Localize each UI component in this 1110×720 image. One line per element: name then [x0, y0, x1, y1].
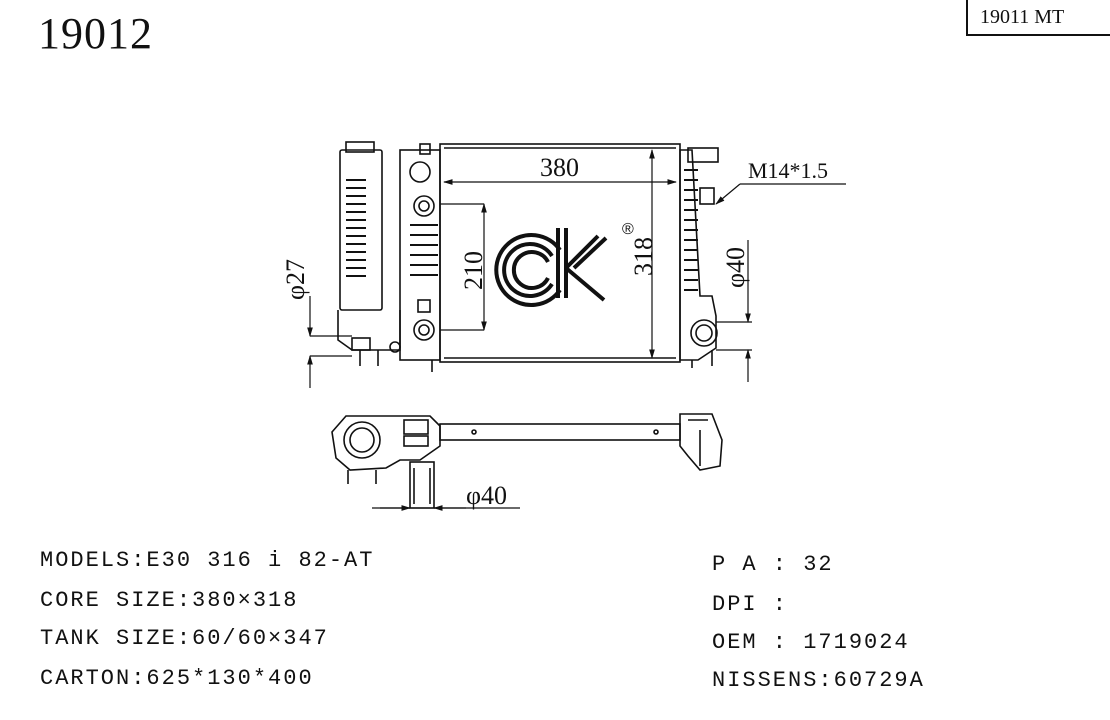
spec-key: DPI : — [712, 592, 789, 617]
spec-key: NISSENS: — [712, 668, 834, 693]
reference-box: 19011 MT — [966, 0, 1110, 36]
spec-core-size: CORE SIZE:380×318 — [40, 588, 298, 613]
outlet-diameter-label: φ40 — [721, 247, 750, 288]
inner-dimension-label: 210 — [459, 251, 488, 290]
left-tank — [399, 143, 441, 372]
height-dimension-label: 318 — [629, 237, 658, 276]
spec-value: 60/60×347 — [192, 626, 329, 651]
expansion-tank — [337, 141, 401, 366]
spec-value: 625*130*400 — [146, 666, 314, 691]
spec-value: 60729A — [833, 668, 925, 693]
spec-key: CARTON: — [40, 666, 147, 691]
spec-models: MODELS:E30 316 i 82-AT — [40, 548, 374, 573]
spec-value: E30 316 i 82-AT — [146, 548, 375, 573]
thread-label: M14*1.5 — [748, 158, 828, 183]
reference-number: 19011 MT — [980, 6, 1065, 28]
right-tank — [679, 147, 719, 368]
spec-tank-size: TANK SIZE:60/60×347 — [40, 626, 329, 651]
width-dimension-label: 380 — [540, 153, 579, 182]
ck-logo — [494, 228, 608, 307]
spec-key: MODELS: — [40, 548, 147, 573]
spec-carton: CARTON:625*130*400 — [40, 666, 314, 691]
spec-nissens: NISSENS:60729A — [712, 668, 925, 693]
spec-value: 1719024 — [803, 630, 910, 655]
spec-key: OEM : — [712, 630, 789, 655]
spec-pa: P A : 32 — [712, 552, 834, 577]
inlet-diameter-label: φ27 — [281, 259, 310, 300]
bottom-view — [331, 413, 723, 509]
spec-value: 32 — [803, 552, 834, 577]
spec-key: CORE SIZE: — [40, 588, 193, 613]
bottom-outlet-diameter-label: φ40 — [466, 481, 507, 510]
spec-key: P A : — [712, 552, 789, 577]
spec-value: 380×318 — [192, 588, 299, 613]
registered-mark: ® — [622, 221, 634, 238]
spec-oem: OEM : 1719024 — [712, 630, 910, 655]
spec-key: TANK SIZE: — [40, 626, 193, 651]
spec-dpi: DPI : — [712, 592, 788, 617]
part-number: 19012 — [38, 9, 153, 58]
